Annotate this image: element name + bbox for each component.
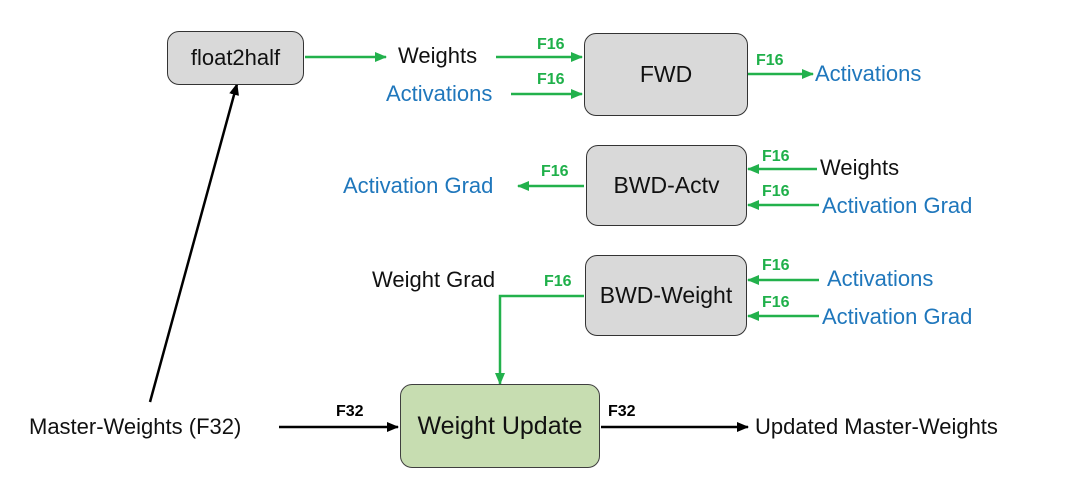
fwd-activations-out-label: Activations	[815, 61, 922, 86]
f16-tag-fwd-out: F16	[756, 52, 784, 69]
updated-master-weights-label: Updated Master-Weights	[755, 414, 998, 439]
f16-tag-bwdactv-weights: F16	[762, 148, 790, 165]
f32-tag-update-out: F32	[608, 403, 636, 420]
bwd-weight-box: BWD-Weight	[585, 255, 747, 336]
bwd-actv-weights-in-label: Weights	[820, 155, 900, 180]
f16-tag-activations-fwd: F16	[537, 71, 565, 88]
f32-tag-master-in: F32	[336, 403, 364, 420]
float2half-box: float2half	[167, 31, 304, 85]
bwd-actv-grad-in-label: Activation Grad	[822, 193, 973, 218]
f16-tag-bwdactv-grad: F16	[762, 183, 790, 200]
f16-tag-bwdactv-out: F16	[541, 163, 569, 180]
arrow-master-weights-to-float2half	[148, 83, 239, 403]
fwd-activations-in-label: Activations	[386, 81, 493, 106]
bwd-actv-out-label: Activation Grad	[343, 173, 494, 198]
weight-update-box: Weight Update	[400, 384, 600, 468]
f16-tag-bwdweight-activations: F16	[762, 257, 790, 274]
f16-tag-weights-fwd: F16	[537, 36, 565, 53]
arrow-bwdweight-to-weight-update	[495, 294, 584, 385]
weight-grad-label: Weight Grad	[372, 267, 496, 292]
f16-tag-bwdweight-grad: F16	[762, 294, 790, 311]
bwd-weight-activations-in-label: Activations	[827, 266, 934, 291]
bwd-weight-grad-in-label: Activation Grad	[822, 304, 973, 329]
bwd-actv-box: BWD-Actv	[586, 145, 747, 226]
f16-tag-weight-grad: F16	[544, 273, 572, 290]
fwd-box: FWD	[584, 33, 748, 116]
fwd-weights-in-label: Weights	[398, 43, 478, 68]
master-weights-label: Master-Weights (F32)	[29, 414, 242, 439]
